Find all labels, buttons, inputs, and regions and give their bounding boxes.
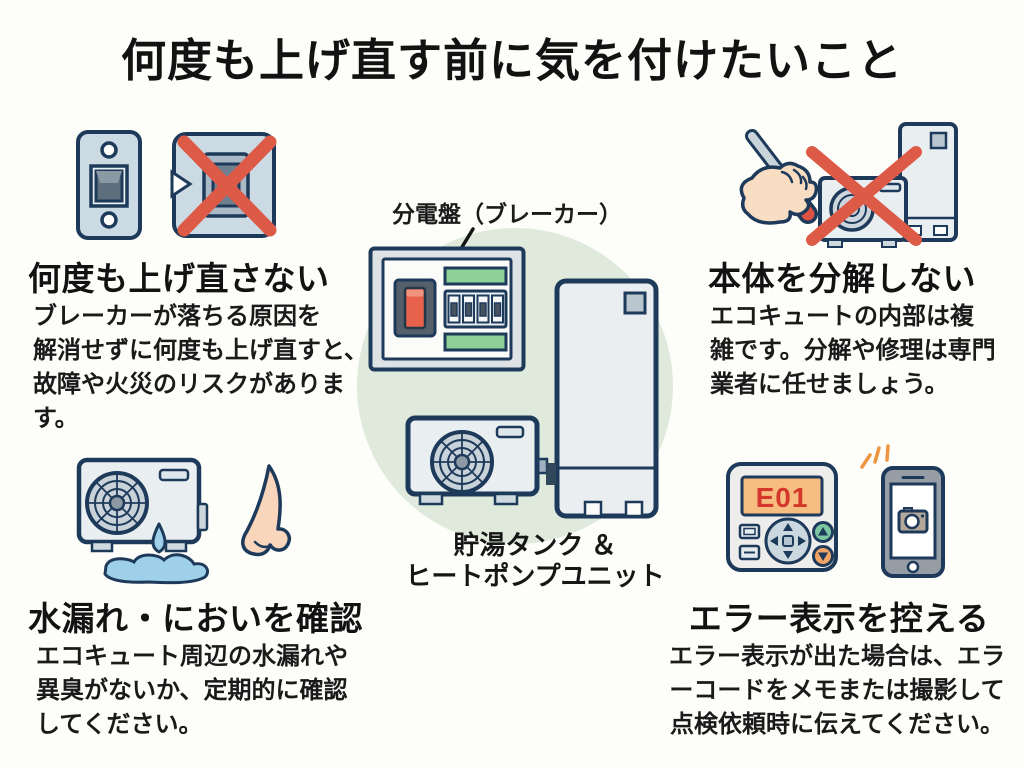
distribution-board-icon (368, 246, 526, 372)
home-button (906, 560, 920, 574)
heat-pump-leak-and-nose-icon (76, 457, 291, 585)
caption-line-1: 貯湯タンク ＆ (453, 530, 617, 560)
section-body-note-error-display: エラー表示が出た場合は、エラ ーコードをメモまたは撮影して 点検依頼時に伝えてく… (652, 640, 1022, 742)
body-line: 異臭がないか、定期的に確認 (36, 677, 348, 704)
screwdriver-hand-crossed-unit-icon (739, 122, 958, 248)
body-line: 業者に任せましょう。 (710, 371, 949, 398)
distribution-board-label: 分電盤（ブレーカー） (392, 201, 622, 227)
x-mark (806, 146, 922, 246)
body-line: 雑です。分解や修理は専門 (710, 337, 996, 364)
section-body-no-repeat-reset: ブレーカーが落ちる原因を 解消せずに何度も上げ直すと、 故障や火災のリスクがあり… (33, 300, 378, 436)
heat-pump-leaking (76, 457, 209, 553)
storage-tank-icon (554, 278, 659, 519)
body-line: 故障や火災のリスクがありま (33, 371, 345, 398)
error-code-text: E01 (756, 482, 809, 513)
body-line: す。 (33, 405, 79, 432)
section-heading-no-disassembly: 本体を分解しない (708, 260, 976, 297)
remote-error-and-smartphone-icon: E01 (726, 444, 945, 578)
green-bar-top (443, 266, 508, 286)
body-line: エコキュート周辺の水漏れや (36, 643, 348, 670)
sparkle-lines (860, 444, 890, 469)
body-line: エコキュートの内部は複 (710, 303, 974, 330)
tank-pump-caption: 貯湯タンク ＆ ヒートポンプユニット (395, 530, 675, 592)
smartphone-icon (881, 466, 945, 578)
x-mark (177, 135, 277, 237)
puddle (103, 553, 209, 585)
section-heading-note-error-display: エラー表示を控える (688, 600, 990, 637)
page-title: 何度も上げ直す前に気を付けたいこと (120, 35, 903, 86)
section-heading-check-leak-smell: 水漏れ・においを確認 (28, 600, 363, 637)
remote-button-left-top (738, 523, 761, 540)
fan-grille (85, 471, 149, 535)
error-display (740, 475, 824, 517)
body-line: ーコードをメモまたは撮影して (669, 677, 1005, 704)
tank-small (898, 122, 958, 242)
heat-pump-unit-icon (405, 415, 540, 506)
water-drop-icon (151, 522, 167, 554)
caption-line-2: ヒートポンプユニット (405, 561, 665, 591)
body-line: してください。 (36, 711, 203, 738)
body-line: エラー表示が出た場合は、エラ (669, 643, 1005, 670)
section-heading-no-repeat-reset: 何度も上げ直さない (28, 260, 330, 297)
fan-grille (430, 430, 494, 494)
remote-controller: E01 (726, 462, 838, 572)
breaker-switch-ok (76, 130, 142, 240)
sub-breaker-row (443, 289, 508, 329)
tank-and-heat-pump-illustration (405, 278, 659, 519)
body-line: 点検依頼時に伝えてください。 (669, 711, 1005, 738)
breaker-switch-crossed-icon (76, 130, 277, 240)
body-line: 解消せずに何度も上げ直すと、 (33, 337, 369, 364)
dpad (764, 517, 812, 565)
body-line: ブレーカーが落ちる原因を (33, 303, 321, 330)
section-body-check-leak-smell: エコキュート周辺の水漏れや 異臭がないか、定期的に確認 してください。 (36, 640, 386, 742)
hand-icon (739, 161, 819, 225)
nose-icon (241, 464, 291, 557)
camera-icon (897, 507, 929, 534)
section-body-no-disassembly: エコキュートの内部は複 雑です。分解や修理は専門 業者に任せましょう。 (710, 300, 1010, 402)
main-breaker (393, 278, 437, 338)
green-bar-bottom (443, 332, 508, 352)
